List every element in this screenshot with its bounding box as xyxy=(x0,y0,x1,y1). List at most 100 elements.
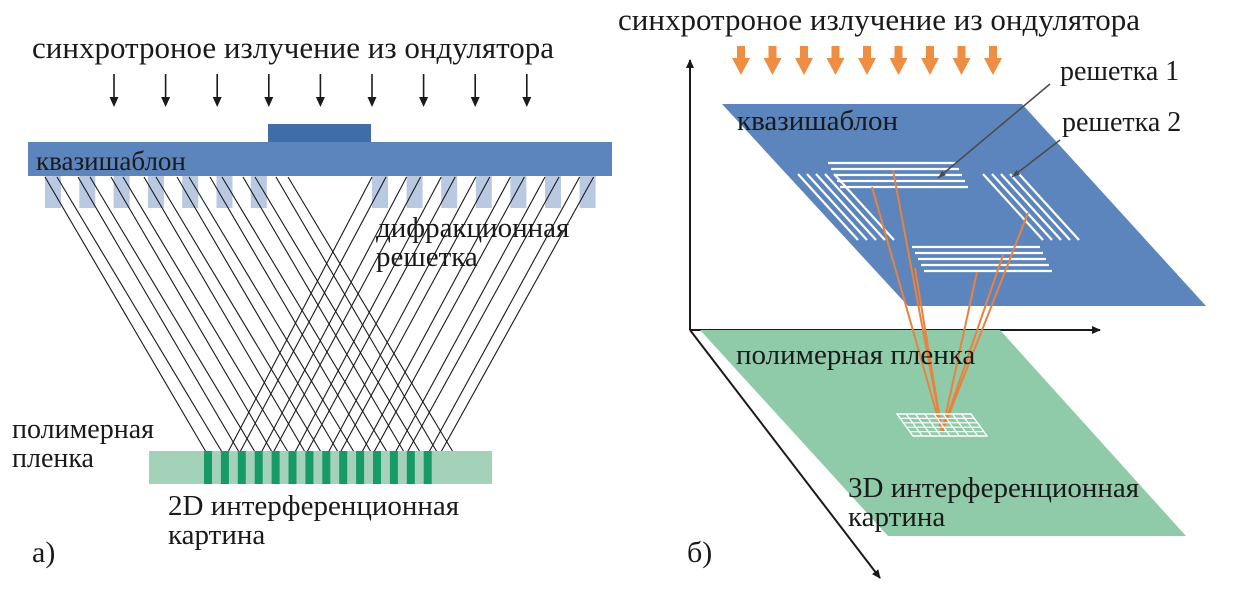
grating-slit xyxy=(216,176,233,208)
interference-fringe xyxy=(423,451,432,484)
diffraction-ray xyxy=(328,176,477,453)
grating-slit xyxy=(372,176,388,208)
interference-fringe xyxy=(373,451,381,484)
interference-fringe xyxy=(305,451,314,484)
diffraction-ray xyxy=(239,176,387,453)
diffraction-ray xyxy=(209,176,372,453)
orange-incident-arrow xyxy=(952,46,971,75)
diffraction-ray xyxy=(155,176,322,453)
grating1-pointer xyxy=(937,83,1051,179)
interference-fringe xyxy=(339,451,348,484)
pattern-label-line2-b: картина xyxy=(848,501,945,533)
diffraction-ray xyxy=(273,176,422,453)
grating-slit xyxy=(113,176,130,208)
film-label-line2-a: пленка xyxy=(12,443,95,474)
incident-arrowhead xyxy=(315,97,325,107)
panel-b-title: синхротроное излучение из ондулятора xyxy=(618,2,1140,37)
grating-slit xyxy=(579,176,596,208)
diffraction-ray xyxy=(340,176,491,453)
grating1-label: решетка 1 xyxy=(1060,56,1179,87)
diffraction-ray xyxy=(428,176,581,453)
diffraction-ray xyxy=(110,176,273,453)
orange-incident-arrow xyxy=(889,46,908,75)
interference-fringe xyxy=(237,451,246,484)
diffraction-ray xyxy=(395,176,546,453)
diffraction-rays xyxy=(44,176,595,453)
panel-a-title: синхротроное излучение из ондулятора xyxy=(32,30,554,65)
interference-fringe xyxy=(204,451,212,484)
orange-incident-arrow xyxy=(763,46,782,75)
grating-slit xyxy=(147,176,164,208)
orange-incident-arrow xyxy=(795,46,813,75)
pattern-label-line2-a: картина xyxy=(168,519,265,551)
film-label-b: полимерная пленка xyxy=(736,339,975,371)
grating2-pointer xyxy=(1011,139,1061,178)
diffraction-ray xyxy=(122,176,289,453)
diffraction-ray xyxy=(407,176,560,453)
quasi-mask-a xyxy=(28,142,612,176)
grid-line xyxy=(924,413,942,437)
incident-arrowhead xyxy=(109,97,119,107)
diffraction-ray xyxy=(275,176,438,453)
grid-line xyxy=(915,413,932,437)
incident-arrowhead xyxy=(161,97,171,107)
grating-slit xyxy=(406,176,423,208)
interference-fringe xyxy=(220,451,229,484)
diffracted-beam xyxy=(914,267,943,433)
axis-x xyxy=(689,329,881,579)
interference-grid-b xyxy=(895,413,989,437)
grating-line-2 xyxy=(797,173,859,241)
grating-line-2 xyxy=(982,173,1044,241)
grating-label-line1: дифракционная xyxy=(376,212,569,244)
panel-letter-b: б) xyxy=(687,536,712,569)
grid-line xyxy=(905,413,923,437)
polymer-film-a xyxy=(149,451,492,484)
panel-b: синхротроное излучение из ондулятора ква… xyxy=(618,2,1206,579)
polymer-film-b xyxy=(700,330,1186,536)
pattern-label-line1-a: 2D интерференционная xyxy=(168,490,459,522)
mask-label-a: квазишаблон xyxy=(36,146,186,176)
incident-arrowhead xyxy=(264,97,274,107)
orange-incident-arrow xyxy=(732,46,750,75)
diffracted-beam xyxy=(941,212,1029,433)
grating-slit xyxy=(545,176,561,208)
grating-label-line2: решетка xyxy=(376,241,478,273)
pattern-label-line1-b: 3D интерференционная xyxy=(848,472,1139,504)
panel-letter-a: а) xyxy=(32,536,55,569)
mask-label-b: квазишаблон xyxy=(737,105,898,137)
grating-line-2 xyxy=(991,173,1053,241)
diffracted-beam xyxy=(941,271,978,433)
grating-line-2 xyxy=(1009,173,1071,241)
grating-line-2 xyxy=(1000,173,1062,241)
diffraction-ray xyxy=(361,176,511,453)
diffraction-ray xyxy=(261,176,408,453)
incident-arrows-b xyxy=(732,46,1002,75)
grating-slit xyxy=(250,176,267,208)
panel-a: синхротроное излучение из ондулятора ква… xyxy=(12,30,612,569)
diffracted-beams-b xyxy=(871,169,1029,433)
grid-line xyxy=(952,413,969,437)
interference-fringe xyxy=(389,451,398,484)
diffraction-ray xyxy=(242,176,405,453)
interference-fringes-a xyxy=(204,451,432,484)
diffracted-beam xyxy=(941,254,1004,433)
mask-absorber xyxy=(268,124,371,142)
orange-incident-arrow xyxy=(921,46,939,75)
diffraction-ray xyxy=(306,176,456,453)
interference-fringe xyxy=(288,451,297,484)
orange-incident-arrow xyxy=(826,46,845,75)
diffraction-ray xyxy=(287,176,454,453)
grid-line xyxy=(933,413,951,437)
incident-arrowhead xyxy=(212,97,222,107)
grating-slit xyxy=(182,176,199,208)
quasi-mask-b xyxy=(722,104,1206,306)
grating-line-2 xyxy=(815,173,877,241)
diffraction-ray xyxy=(221,176,388,453)
interference-fringe xyxy=(271,451,280,484)
diffraction-ray xyxy=(89,176,256,453)
diffraction-ray xyxy=(44,176,207,453)
orange-incident-arrow xyxy=(984,46,1002,75)
incident-arrowhead xyxy=(470,97,480,107)
interference-fringe xyxy=(406,451,415,484)
